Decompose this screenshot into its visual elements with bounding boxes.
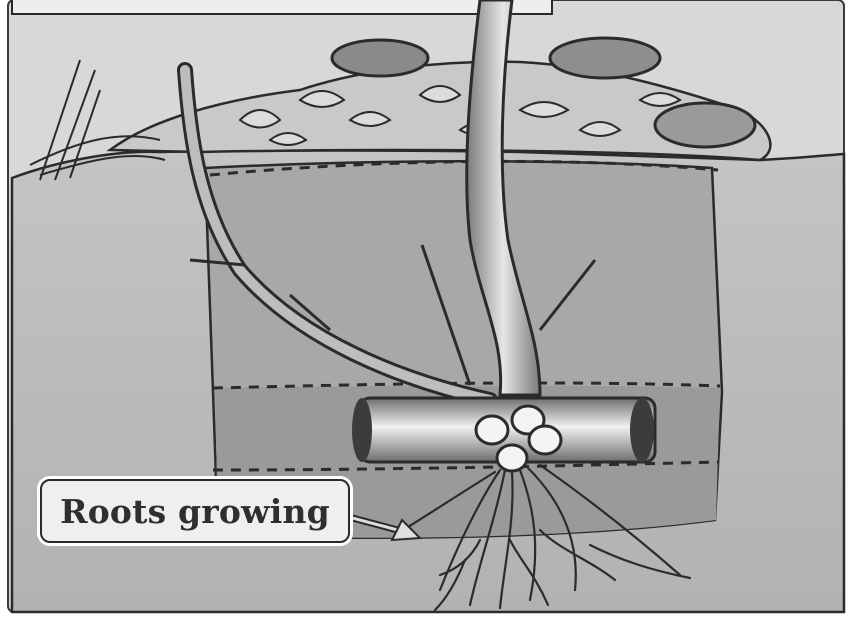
mulch-rock-2 [550,38,660,78]
mulch-rock-1 [332,40,428,76]
tube-end-left [352,398,372,462]
header-bar [12,0,552,14]
roots-growing-callout: Roots growing [40,479,350,543]
callout-label: Roots growing [60,492,330,531]
mulch-rock-3 [655,103,755,147]
tube-end-right [630,398,654,462]
